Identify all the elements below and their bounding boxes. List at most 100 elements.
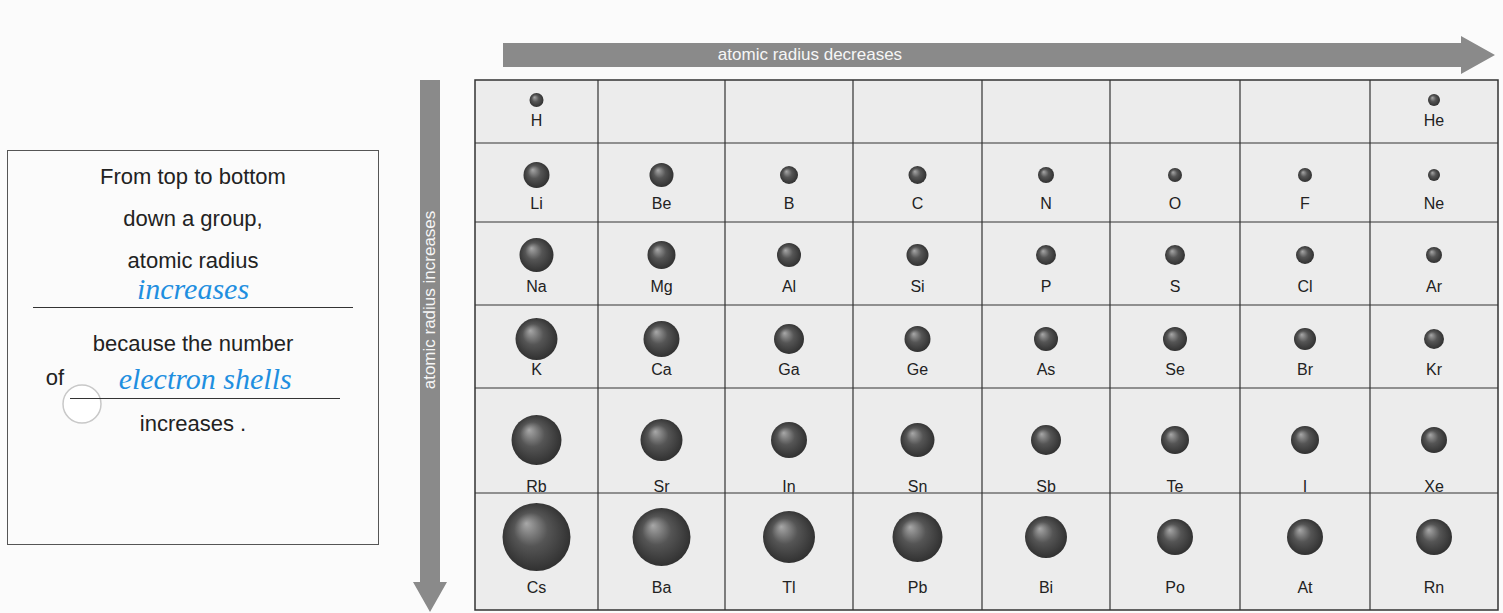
grid-line xyxy=(475,221,1498,222)
atom-ball xyxy=(1031,425,1061,455)
atom-ball xyxy=(1424,329,1444,349)
arrow-label: atomic radius decreases xyxy=(718,45,902,65)
element-symbol: Xe xyxy=(1424,478,1444,496)
atom-ball xyxy=(1428,94,1440,106)
element-symbol: Al xyxy=(782,278,796,296)
element-symbol: Br xyxy=(1297,361,1313,379)
element-symbol: Se xyxy=(1165,361,1185,379)
element-symbol: Ba xyxy=(652,579,672,597)
element-symbol: P xyxy=(1041,278,1052,296)
grid-line xyxy=(1239,80,1240,610)
note-box: From top to bottom down a group, atomic … xyxy=(7,150,379,545)
element-symbol: Sn xyxy=(908,478,928,496)
element-symbol: Po xyxy=(1165,579,1185,597)
grid-line xyxy=(475,492,1498,493)
atom-ball xyxy=(1168,168,1182,182)
grid-line xyxy=(1369,80,1370,610)
grid-line xyxy=(981,80,982,610)
element-symbol: Sb xyxy=(1036,478,1056,496)
atom-ball xyxy=(780,166,798,184)
element-symbol: As xyxy=(1037,361,1056,379)
element-symbol: Cs xyxy=(527,579,547,597)
element-symbol: Mg xyxy=(650,278,672,296)
atom-ball xyxy=(1161,426,1189,454)
fill-in-row: ofelectron shells xyxy=(8,357,378,399)
atom-ball xyxy=(763,511,815,563)
grid-line xyxy=(1109,80,1110,610)
note-text: increases . xyxy=(23,403,363,445)
grid-line xyxy=(475,304,1498,305)
atom-ball xyxy=(893,512,943,562)
atom-ball xyxy=(1416,519,1452,555)
element-symbol: N xyxy=(1040,195,1052,213)
element-symbol: S xyxy=(1170,278,1181,296)
atom-ball xyxy=(771,422,807,458)
element-symbol: Ga xyxy=(778,361,799,379)
grid-line xyxy=(475,142,1498,143)
atom-ball xyxy=(1163,327,1187,351)
atom-ball xyxy=(907,244,929,266)
atom-ball xyxy=(909,166,927,184)
element-symbol: B xyxy=(784,195,795,213)
atom-ball xyxy=(641,419,683,461)
element-symbol: F xyxy=(1300,195,1310,213)
grid-line xyxy=(475,387,1498,388)
element-symbol: Be xyxy=(652,195,672,213)
atom-ball xyxy=(648,241,676,269)
element-symbol: Sr xyxy=(654,478,670,496)
atom-ball xyxy=(1294,328,1316,350)
atom-ball xyxy=(503,503,571,571)
grid-line xyxy=(852,80,853,610)
atom-ball xyxy=(516,318,558,360)
atom-ball xyxy=(1025,516,1067,558)
element-symbol: Na xyxy=(526,278,546,296)
element-symbol: At xyxy=(1297,579,1312,597)
arrow-body xyxy=(413,80,447,612)
atom-ball xyxy=(1426,247,1442,263)
element-symbol: O xyxy=(1169,195,1181,213)
grid-line xyxy=(597,80,598,610)
arrow-body xyxy=(503,36,1495,74)
atom-ball xyxy=(774,324,804,354)
element-symbol: Li xyxy=(530,195,542,213)
atom-ball xyxy=(901,423,935,457)
element-symbol: In xyxy=(782,478,795,496)
element-symbol: Ar xyxy=(1426,278,1442,296)
atom-ball xyxy=(633,508,691,566)
atom-ball xyxy=(1165,245,1185,265)
element-symbol: Ge xyxy=(907,361,928,379)
element-symbol: K xyxy=(531,361,542,379)
element-symbol: C xyxy=(912,195,924,213)
atom-ball xyxy=(1421,427,1447,453)
arrow-label: atomic radius increases xyxy=(420,211,440,390)
element-symbol: Bi xyxy=(1039,579,1053,597)
element-symbol: Pb xyxy=(908,579,928,597)
element-symbol: Kr xyxy=(1426,361,1442,379)
trend-arrow: atomic radius increases xyxy=(413,80,447,612)
atom-ball xyxy=(644,321,680,357)
atom-ball xyxy=(512,415,562,465)
trend-arrow: atomic radius decreases xyxy=(503,36,1495,74)
element-symbol: He xyxy=(1424,112,1444,130)
element-symbol: Rn xyxy=(1424,579,1444,597)
element-symbol: I xyxy=(1303,478,1307,496)
atom-ball xyxy=(777,243,801,267)
grid-line xyxy=(724,80,725,610)
hole-punch xyxy=(63,385,101,423)
atom-ball xyxy=(1296,246,1314,264)
handwritten-answer: increases xyxy=(33,271,353,308)
handwritten-answer: electron shells xyxy=(70,360,340,399)
note-text: From top to bottom down a group, atomic … xyxy=(93,156,293,282)
atom-ball xyxy=(524,162,550,188)
atom-ball xyxy=(650,163,674,187)
note-text: of xyxy=(46,357,64,399)
element-symbol: Ne xyxy=(1424,195,1444,213)
atom-ball xyxy=(530,93,544,107)
element-symbol: Rb xyxy=(526,478,546,496)
element-symbol: H xyxy=(531,112,543,130)
atom-ball xyxy=(1036,245,1056,265)
atom-ball xyxy=(520,238,554,272)
element-symbol: Ca xyxy=(651,361,671,379)
atom-ball xyxy=(1298,168,1312,182)
